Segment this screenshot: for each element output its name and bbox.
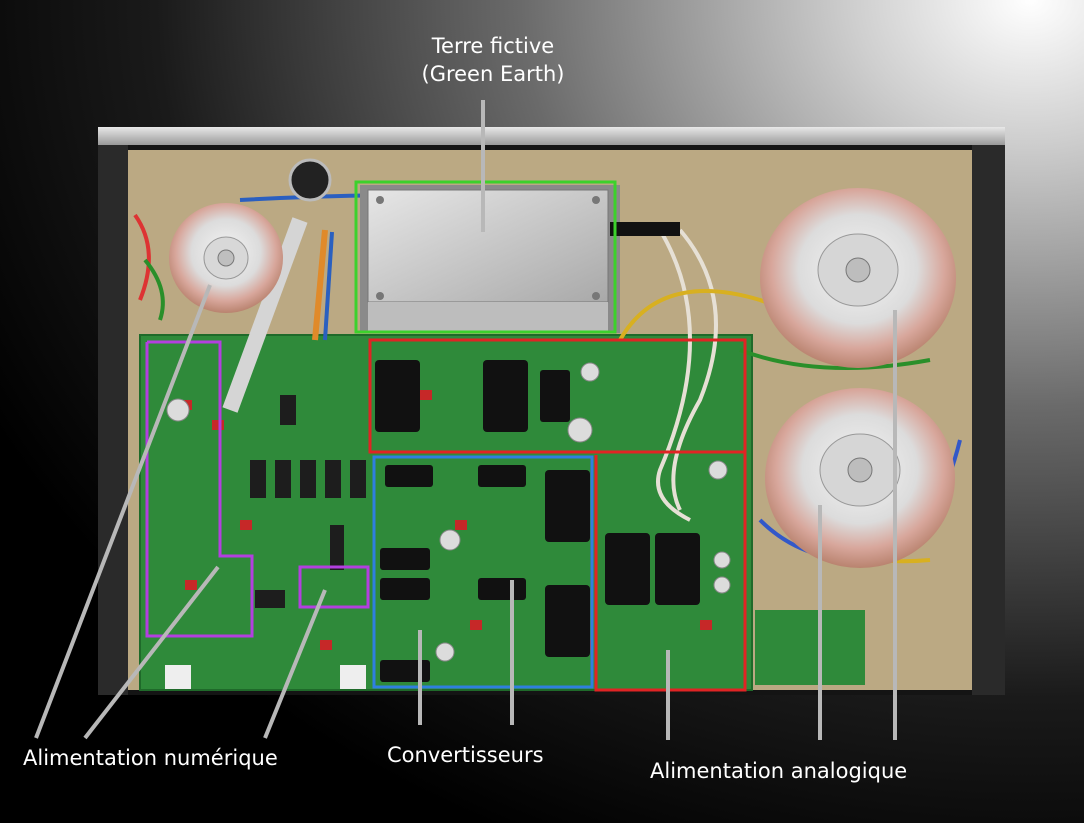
pointer-lines (34, 100, 897, 740)
input-connector (288, 158, 332, 202)
green-earth-highlight (354, 180, 617, 334)
analog-supply-label: Alimentation analogique (650, 759, 908, 783)
digital-supply-highlight (145, 340, 254, 638)
green-earth-label-line1: Terre fictive (431, 34, 555, 58)
ribbon-cable (222, 217, 334, 413)
left-heatsink (98, 145, 128, 695)
green-earth-label: Terre fictive (Green Earth) (400, 34, 586, 86)
right-heatsink (972, 145, 1005, 695)
digital-supply-highlight-small (298, 565, 370, 609)
converters-label: Convertisseurs (387, 743, 544, 767)
pointer-digital-3 (263, 589, 327, 739)
analog-transformer-top (760, 188, 956, 368)
converters-highlight (372, 455, 594, 689)
pointer-digital-1 (34, 284, 212, 739)
green-earth-label-line2: (Green Earth) (421, 62, 565, 86)
analog-supply-highlight-b (594, 450, 747, 692)
digital-transformer (169, 203, 283, 313)
pointer-digital-2 (83, 565, 220, 740)
green-earth-box (360, 185, 680, 333)
digital-supply-label: Alimentation numérique (23, 746, 278, 770)
analog-transformer-bottom (765, 388, 955, 568)
analog-supply-highlight-a (368, 338, 747, 454)
output-board (755, 610, 865, 685)
